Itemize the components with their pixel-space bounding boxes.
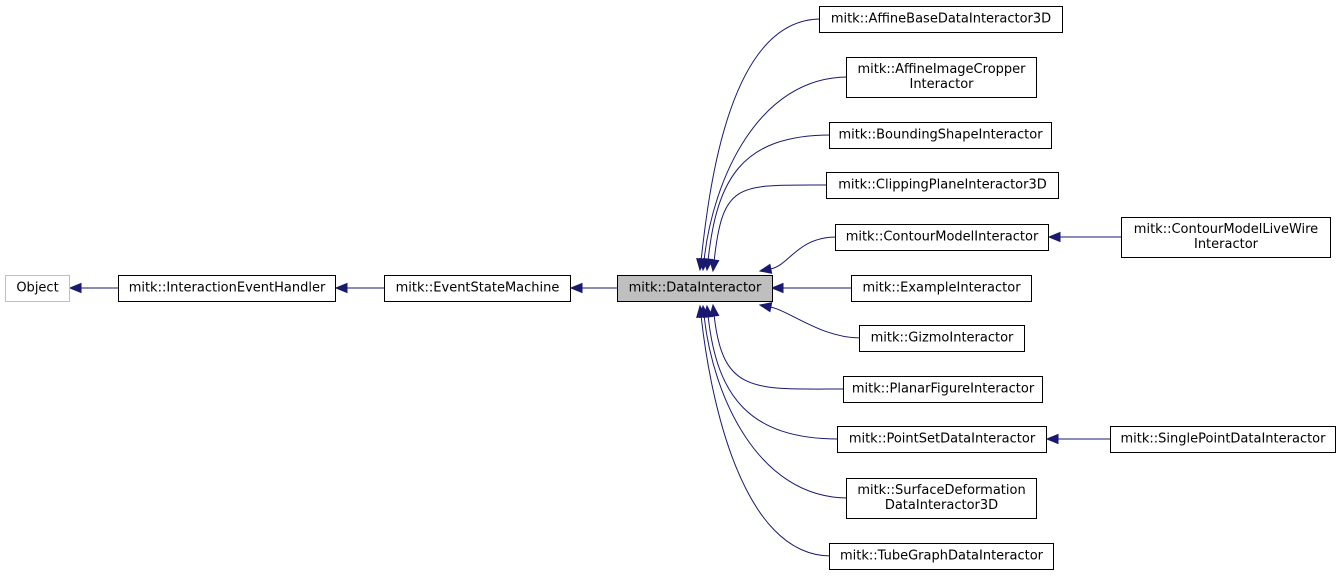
node-label: mitk::BoundingShapeInteractor — [838, 128, 1043, 143]
node-box — [837, 426, 1047, 453]
edge-line — [700, 316, 832, 557]
node-box — [819, 6, 1063, 33]
class-node-data-interactor: mitk::DataInteractor — [617, 275, 773, 302]
node-label: mitk::TubeGraphDataInteractor — [840, 549, 1044, 564]
edge-event_state_machine-to-interaction_event_handler — [334, 282, 384, 294]
class-node-event-state-machine[interactable]: mitk::EventStateMachine — [384, 275, 571, 302]
node-box — [1110, 426, 1336, 453]
node-box — [617, 275, 773, 302]
edge-arrowhead — [334, 282, 348, 294]
node-label: mitk::AffineBaseDataInteractor3D — [831, 12, 1051, 27]
edge-data_interactor-to-event_state_machine — [569, 282, 617, 294]
edge-arrowhead — [709, 258, 720, 273]
edge-single_point-to-point_set — [1045, 433, 1110, 445]
node-box — [5, 275, 70, 302]
edge-arrowhead — [1047, 231, 1061, 243]
node-box — [384, 275, 571, 302]
node-label: mitk::ContourModelInteractor — [846, 230, 1039, 245]
edge-arrowhead — [68, 282, 82, 294]
edge-example-to-data_interactor — [770, 282, 853, 294]
node-label: mitk::ContourModelLiveWire — [1134, 222, 1318, 237]
edge-line — [700, 18, 822, 260]
edge-line — [703, 316, 849, 499]
edge-planar_figure-to-data_interactor — [709, 303, 846, 390]
edge-point_set-to-data_interactor — [703, 304, 840, 440]
class-node-bounding-shape[interactable]: mitk::BoundingShapeInteractor — [829, 122, 1052, 149]
node-label: mitk::GizmoInteractor — [871, 331, 1014, 346]
edge-bounding_shape-to-data_interactor — [703, 134, 832, 272]
node-label: mitk::DataInteractor — [629, 281, 762, 296]
edge-contour_livewire-to-contour_model — [1047, 231, 1121, 243]
node-box — [829, 543, 1054, 570]
edge-line — [703, 76, 849, 260]
node-label: mitk::ClippingPlaneInteractor3D — [838, 178, 1047, 193]
class-node-contour-model[interactable]: mitk::ContourModelInteractor — [835, 224, 1049, 251]
edge-arrowhead — [758, 263, 773, 274]
node-label: Object — [16, 281, 58, 296]
node-label: mitk::ExampleInteractor — [862, 281, 1021, 296]
class-node-interaction-event-handler[interactable]: mitk::InteractionEventHandler — [118, 275, 336, 302]
node-box — [118, 275, 336, 302]
node-label: mitk::AffineImageCropper — [857, 62, 1026, 77]
class-node-affine-base[interactable]: mitk::AffineBaseDataInteractor3D — [819, 6, 1063, 33]
node-label: DataInteractor3D — [885, 498, 998, 513]
edge-gizmo-to-data_interactor — [758, 302, 862, 339]
class-node-point-set[interactable]: mitk::PointSetDataInteractor — [837, 426, 1047, 453]
edge-arrowhead — [770, 282, 784, 294]
node-box — [829, 122, 1052, 149]
node-label: mitk::SurfaceDeformation — [857, 483, 1025, 498]
node-box — [1121, 217, 1331, 258]
node-box — [826, 172, 1059, 199]
node-label: Interactor — [1194, 237, 1259, 252]
edge-arrowhead — [709, 303, 720, 318]
edge-line — [707, 316, 840, 440]
inheritance-edges — [68, 18, 1121, 557]
edge-line — [770, 236, 838, 270]
class-node-planar-figure[interactable]: mitk::PlanarFigureInteractor — [843, 376, 1043, 403]
edge-line — [713, 315, 846, 390]
edge-line — [713, 184, 829, 261]
node-box — [851, 275, 1032, 302]
edge-contour_model-to-data_interactor — [758, 236, 838, 274]
node-box — [843, 376, 1043, 403]
edge-arrowhead — [1045, 433, 1059, 445]
edge-line — [707, 134, 832, 260]
class-node-object: Object — [5, 275, 70, 302]
class-node-single-point[interactable]: mitk::SinglePointDataInteractor — [1110, 426, 1336, 453]
class-node-gizmo[interactable]: mitk::GizmoInteractor — [859, 325, 1025, 352]
edge-tube_graph-to-data_interactor — [696, 304, 832, 557]
edge-affine_cropper-to-data_interactor — [699, 76, 849, 272]
node-label: Interactor — [909, 77, 974, 92]
edge-line — [770, 306, 862, 339]
node-box — [859, 325, 1025, 352]
node-label: mitk::SinglePointDataInteractor — [1121, 432, 1327, 447]
node-box — [846, 57, 1037, 98]
edge-affine_base-to-data_interactor — [696, 18, 822, 272]
class-node-clipping-plane[interactable]: mitk::ClippingPlaneInteractor3D — [826, 172, 1059, 199]
node-label: mitk::EventStateMachine — [396, 281, 560, 296]
edge-clipping_plane-to-data_interactor — [709, 184, 829, 273]
class-node-tube-graph[interactable]: mitk::TubeGraphDataInteractor — [829, 543, 1054, 570]
node-label: mitk::InteractionEventHandler — [129, 281, 326, 296]
node-label: mitk::PlanarFigureInteractor — [852, 382, 1035, 397]
edge-surface_deformation-to-data_interactor — [699, 304, 849, 499]
edge-arrowhead — [758, 302, 773, 313]
class-node-example[interactable]: mitk::ExampleInteractor — [851, 275, 1032, 302]
edge-arrowhead — [696, 304, 707, 319]
node-box — [846, 478, 1037, 519]
edge-interaction_event_handler-to-object — [68, 282, 118, 294]
node-label: mitk::PointSetDataInteractor — [849, 432, 1036, 447]
edge-arrowhead — [569, 282, 583, 294]
node-box — [835, 224, 1049, 251]
